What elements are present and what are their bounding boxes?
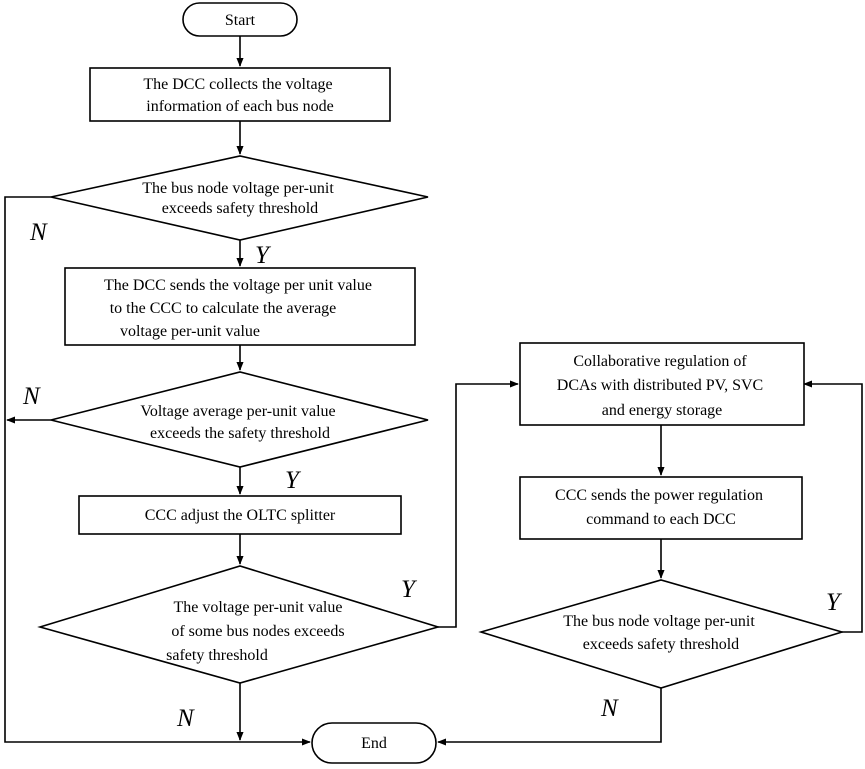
label-yes-4: Y xyxy=(826,589,843,616)
label-no-4: N xyxy=(600,695,619,722)
collect-voltage-text: The DCC collects the voltage information… xyxy=(143,76,336,115)
send-to-ccc-text: The DCC sends the voltage per unit value… xyxy=(104,277,376,340)
send-command-box: CCC sends the power regulation command t… xyxy=(519,476,803,540)
decision-node-exceeds-text: The bus node voltage per-unit exceeds sa… xyxy=(142,180,338,217)
decision-average-exceeds: Voltage average per-unit value exceeds t… xyxy=(50,371,429,468)
decision-some-nodes: The voltage per-unit value of some bus n… xyxy=(37,565,441,684)
send-to-ccc-box: The DCC sends the voltage per unit value… xyxy=(64,267,416,346)
decision-node-exceeds-2-text: The bus node voltage per-unit exceeds sa… xyxy=(563,613,759,653)
decision-node-exceeds-2: The bus node voltage per-unit exceeds sa… xyxy=(478,579,845,689)
arrow-decision1-no-bypass xyxy=(4,196,311,746)
adjust-oltc-text: CCC adjust the OLTC splitter xyxy=(145,507,336,524)
decision-average-exceeds-text: Voltage average per-unit value exceeds t… xyxy=(140,403,339,442)
arrow-decision4-no xyxy=(437,688,662,746)
adjust-oltc-box: CCC adjust the OLTC splitter xyxy=(78,495,402,535)
connectors xyxy=(4,36,863,746)
label-no-1: N xyxy=(29,219,48,246)
arrow-decision4-yes-loop xyxy=(803,380,863,633)
decision-node-exceeds: The bus node voltage per-unit exceeds sa… xyxy=(50,155,429,241)
branch-labels: N Y N Y Y N Y N xyxy=(22,219,843,732)
decision-some-nodes-text: The voltage per-unit value of some bus n… xyxy=(166,599,349,664)
collect-voltage-box: The DCC collects the voltage information… xyxy=(89,67,391,122)
label-no-2: N xyxy=(22,383,41,410)
send-command-text: CCC sends the power regulation command t… xyxy=(555,487,767,528)
label-yes-3: Y xyxy=(401,576,418,603)
end-terminal: End xyxy=(311,722,437,764)
collaborative-regulation-box: Collaborative regulation of DCAs with di… xyxy=(519,342,805,426)
end-label: End xyxy=(361,735,387,752)
start-label: Start xyxy=(225,12,256,29)
label-yes-1: Y xyxy=(255,242,272,269)
collaborative-regulation-text: Collaborative regulation of DCAs with di… xyxy=(557,353,767,419)
start-terminal: Start xyxy=(182,2,298,37)
arrow-decision3-yes xyxy=(438,380,519,628)
label-no-3: N xyxy=(176,705,195,732)
label-yes-2: Y xyxy=(285,467,302,494)
